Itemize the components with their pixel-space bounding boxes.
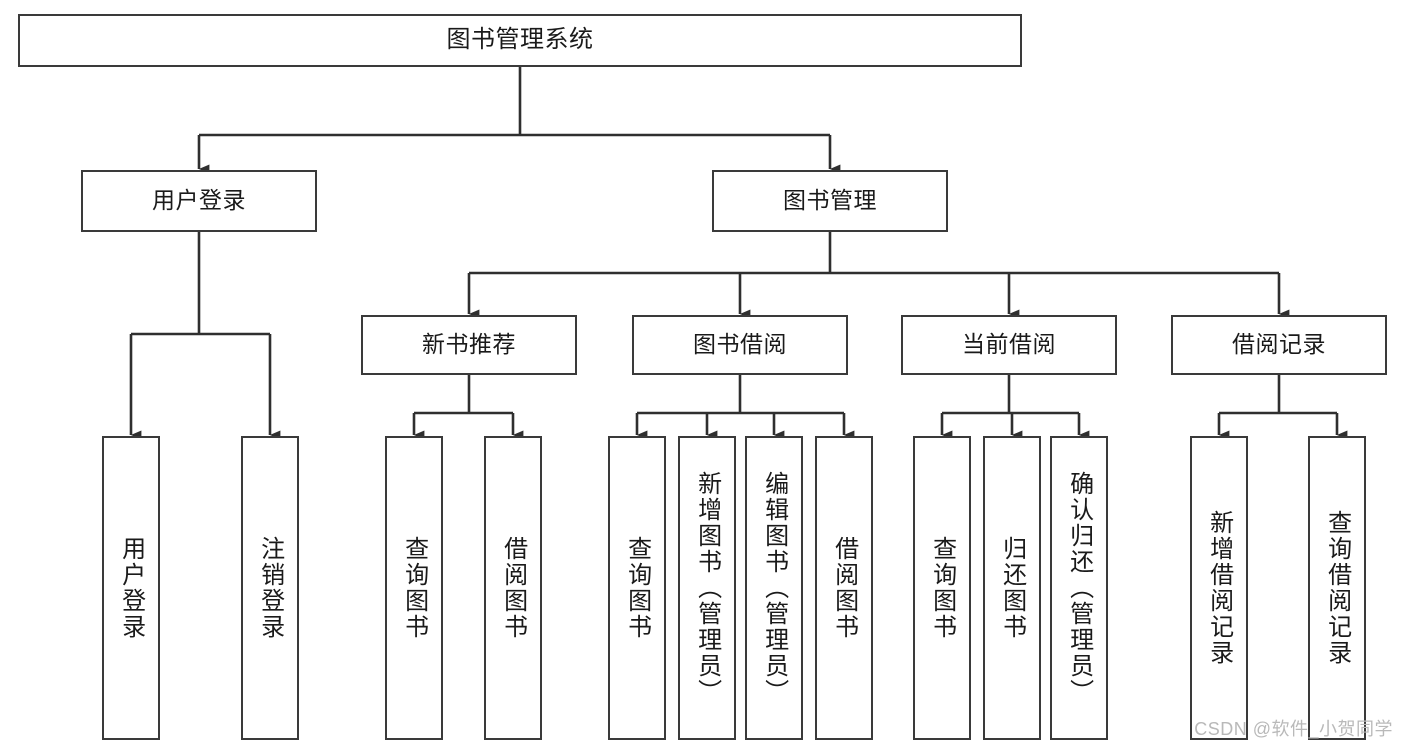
node-label-new-book-rec: 新书推荐 [422,331,516,358]
node-new-book-rec[interactable]: 新书推荐 [361,315,577,375]
csdn-watermark: CSDN @软件_小贺同学 [1194,719,1393,739]
node-label-current-borrow: 当前借阅 [962,331,1056,358]
node-leaf-user-login[interactable]: 用户登录 [102,436,160,740]
node-leaf-borrow-book-2[interactable]: 借阅图书 [815,436,873,740]
node-label-book-manage: 图书管理 [783,187,877,214]
node-leaf-query-record[interactable]: 查询借阅记录 [1308,436,1366,740]
node-label-user-login: 用户登录 [152,187,246,214]
node-label-leaf-logout: 注销登录 [256,536,284,640]
node-root[interactable]: 图书管理系统 [18,14,1022,67]
node-leaf-borrow-book-1[interactable]: 借阅图书 [484,436,542,740]
node-label-leaf-edit-book: 编辑图书（管理员） [760,471,788,705]
node-book-manage[interactable]: 图书管理 [712,170,948,232]
node-borrow-record[interactable]: 借阅记录 [1171,315,1387,375]
node-label-leaf-return-book: 归还图书 [998,536,1026,640]
node-label-leaf-query-book-2: 查询图书 [623,536,651,640]
node-leaf-query-book-2[interactable]: 查询图书 [608,436,666,740]
node-leaf-add-record[interactable]: 新增借阅记录 [1190,436,1248,740]
node-leaf-add-book[interactable]: 新增图书（管理员） [678,436,736,740]
node-label-leaf-confirm-return: 确认归还（管理员） [1065,471,1093,705]
node-label-leaf-borrow-book-1: 借阅图书 [499,536,527,640]
node-leaf-return-book[interactable]: 归还图书 [983,436,1041,740]
node-label-leaf-query-book-3: 查询图书 [928,536,956,640]
node-current-borrow[interactable]: 当前借阅 [901,315,1117,375]
node-book-borrow[interactable]: 图书借阅 [632,315,848,375]
node-label-leaf-add-book: 新增图书（管理员） [693,471,721,705]
node-label-root: 图书管理系统 [446,26,594,54]
node-user-login[interactable]: 用户登录 [81,170,317,232]
node-leaf-logout[interactable]: 注销登录 [241,436,299,740]
node-label-leaf-borrow-book-2: 借阅图书 [830,536,858,640]
node-label-book-borrow: 图书借阅 [693,331,787,358]
node-label-leaf-query-record: 查询借阅记录 [1323,510,1351,666]
node-leaf-edit-book[interactable]: 编辑图书（管理员） [745,436,803,740]
node-leaf-confirm-return[interactable]: 确认归还（管理员） [1050,436,1108,740]
node-label-leaf-query-book-1: 查询图书 [400,536,428,640]
node-label-borrow-record: 借阅记录 [1232,331,1326,358]
node-leaf-query-book-1[interactable]: 查询图书 [385,436,443,740]
node-label-leaf-add-record: 新增借阅记录 [1205,510,1233,666]
node-label-leaf-user-login: 用户登录 [117,536,145,640]
node-leaf-query-book-3[interactable]: 查询图书 [913,436,971,740]
